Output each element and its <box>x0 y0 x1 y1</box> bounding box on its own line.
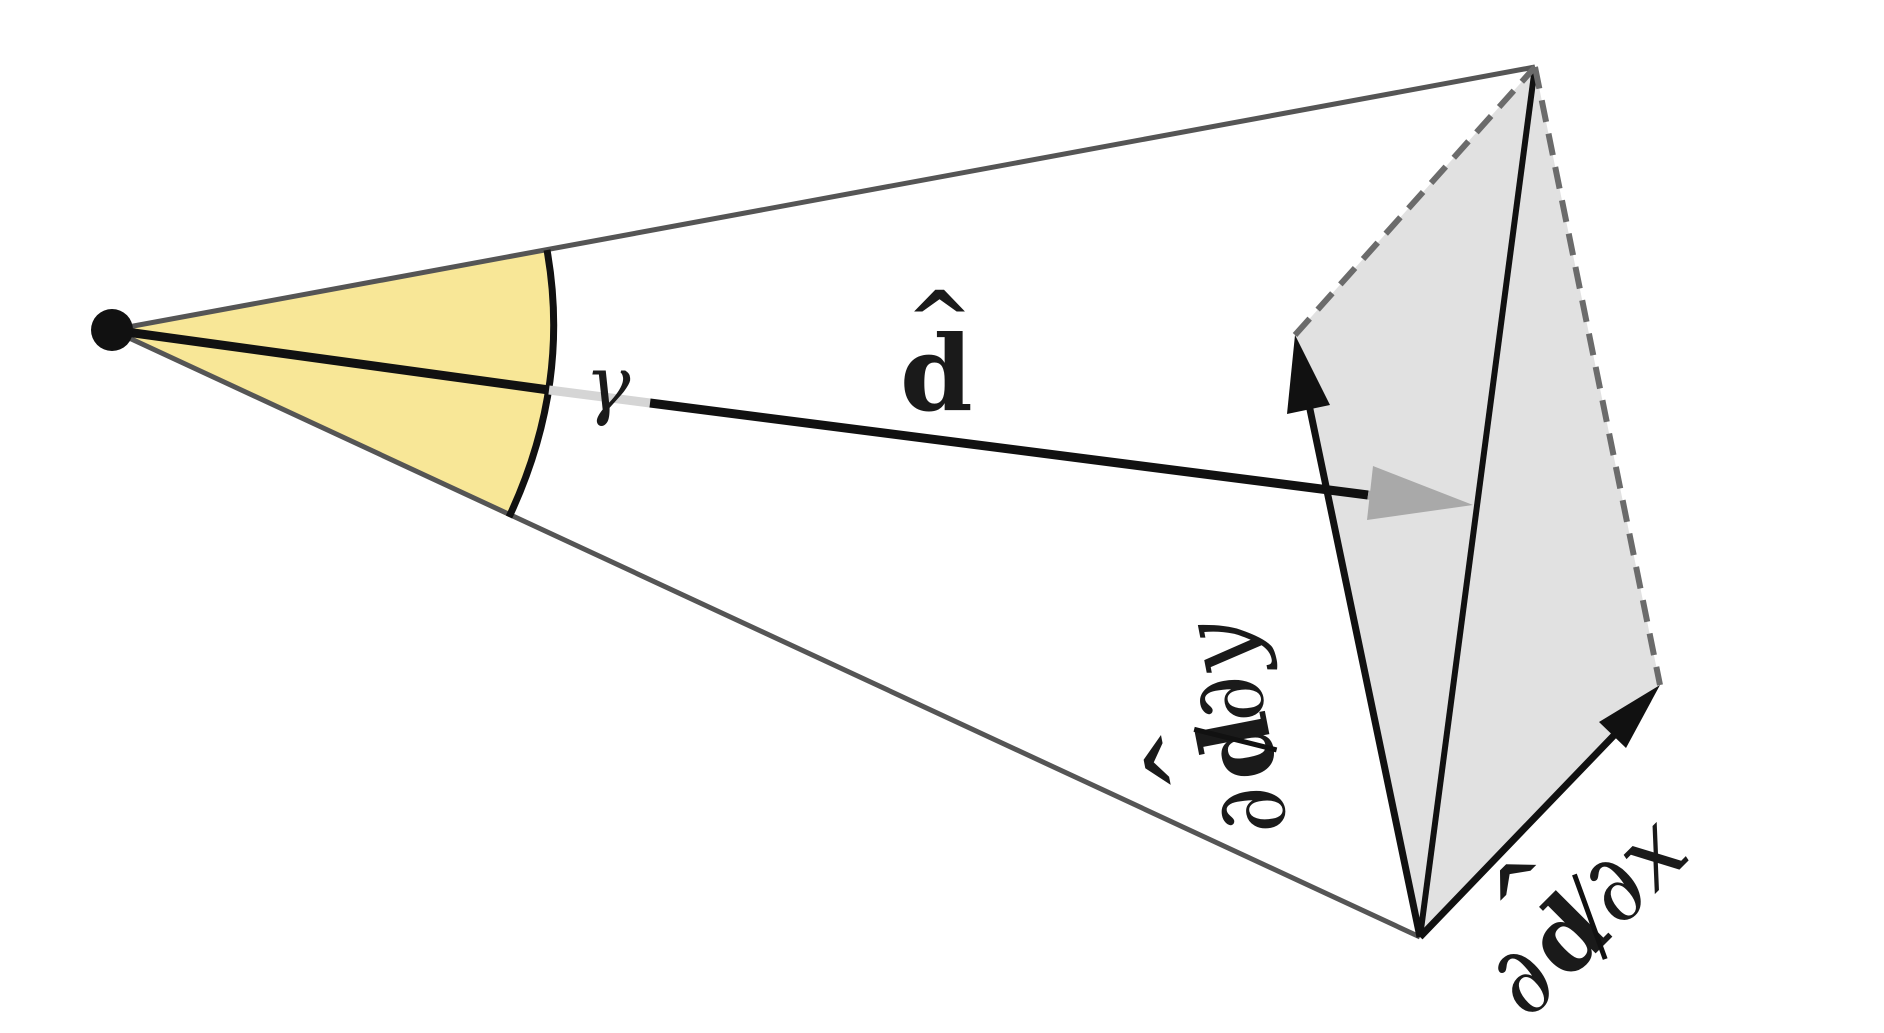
cone-upper-edge <box>111 64 1536 333</box>
dx-arrow-shaft <box>1417 724 1625 940</box>
footprint-diagonal <box>1417 66 1538 938</box>
derivative-x-fraction-bar <box>1572 873 1608 960</box>
dx-arrow-head <box>1599 685 1660 748</box>
direction-ray-inner <box>111 325 550 395</box>
derivative-y-label: ∂ d ^ ∂y <box>1122 610 1311 846</box>
dy-arrow-head <box>1287 335 1330 414</box>
origin-point <box>91 309 133 351</box>
direction-ray-outer <box>649 398 1369 500</box>
cone-lower-edge <box>110 327 1422 940</box>
angle-arc <box>505 249 558 519</box>
dashed-edge-top <box>1292 64 1538 338</box>
dy-arrow-shaft <box>1303 394 1424 938</box>
direction-hat: ^ <box>906 273 973 367</box>
direction-arrow-head <box>1367 466 1473 520</box>
derivative-y-fraction-bar <box>1193 726 1278 753</box>
dashed-edge-right <box>1532 66 1663 686</box>
angle-label: γ <box>585 339 631 428</box>
direction-label: d <box>900 312 973 435</box>
angle-sector-fill <box>112 250 554 517</box>
direction-ray-gap <box>548 385 651 408</box>
derivative-y-denominator: ∂y <box>1159 610 1289 735</box>
